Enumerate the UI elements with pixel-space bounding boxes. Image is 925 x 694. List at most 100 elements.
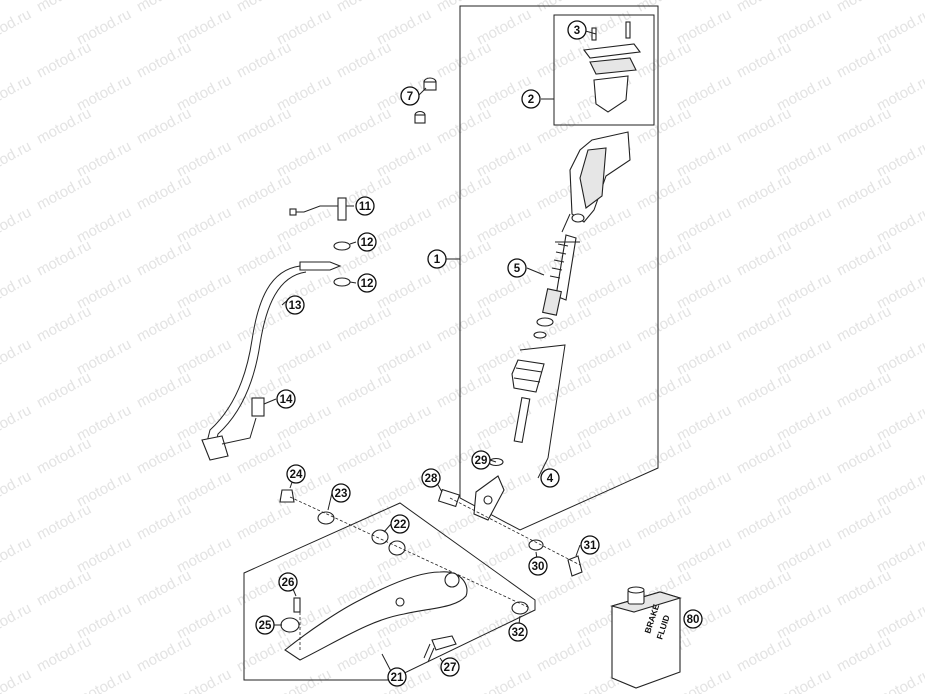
callout-number: 22 [394,519,407,531]
brake-fluid-can: BRAKE FLUID [609,586,682,689]
callout-c21: 21 [387,667,407,687]
watermark-text: motod.ru [734,435,794,478]
watermark-text: motod.ru [34,171,94,214]
watermark-text: motod.ru [0,402,34,445]
watermark-text: motod.ru [34,633,94,676]
watermark-text: motod.ru [834,105,894,148]
callout-c1: 1 [427,249,447,269]
callout-c31: 31 [580,535,600,555]
callout-number: 24 [290,469,303,481]
watermark-text: motod.ru [134,567,194,610]
watermark-text: motod.ru [134,369,194,412]
watermark-text: motod.ru [234,105,294,148]
watermark-text: motod.ru [0,6,34,49]
watermark-text: motod.ru [0,534,34,577]
watermark-text: motod.ru [634,369,694,412]
callout-number: 12 [361,237,374,249]
callout-number: 29 [475,455,488,467]
watermark-text: motod.ru [0,72,34,115]
pedal-parts [279,489,529,663]
callout-c14: 14 [276,389,296,409]
callout-number: 13 [289,300,302,312]
callout-c12b: 12 [357,273,377,293]
callout-circle [357,232,377,252]
callout-number: 31 [584,540,597,552]
callout-number: 3 [574,25,580,37]
callout-c26: 26 [278,572,298,592]
watermark-text: motod.ru [334,633,394,676]
watermark-text: motod.ru [0,336,34,379]
callout-c3: 3 [567,20,587,40]
callout-number: 5 [514,263,521,275]
watermark-text: motod.ru [234,171,294,214]
watermark-text: motod.ru [34,369,94,412]
watermark-text: motod.ru [474,666,534,694]
watermark-text: motod.ru [834,501,894,544]
watermark-text: motod.ru [734,0,794,16]
watermark-text: motod.ru [134,303,194,346]
watermark-text: motod.ru [634,39,694,82]
watermark-text: motod.ru [334,0,394,16]
watermark-text: motod.ru [674,666,734,694]
watermark-text: motod.ru [334,39,394,82]
watermark-text: motod.ru [834,39,894,82]
watermark-text: motod.ru [134,171,194,214]
watermark-text: motod.ru [234,237,294,280]
reservoir-cap-group-frame [553,14,655,126]
callout-number: 25 [259,620,272,632]
watermark-text: motod.ru [0,666,34,694]
watermark-text: motod.ru [734,567,794,610]
watermark-text: motod.ru [434,303,494,346]
callout-circle [286,464,306,484]
watermark-text: motod.ru [734,303,794,346]
watermark-text: motod.ru [334,369,394,412]
callout-circle [255,615,275,635]
callout-circle [580,535,600,555]
callout-number: 21 [391,672,404,684]
watermark-text: motod.ru [34,435,94,478]
linkage-small-parts [437,488,583,577]
watermark-text: motod.ru [234,633,294,676]
watermark-text: motod.ru [834,435,894,478]
watermark-text: motod.ru [734,633,794,676]
watermark-text: motod.ru [34,237,94,280]
callout-c13: 13 [285,295,305,315]
bushing-parts [414,77,437,124]
callout-number: 7 [407,91,413,103]
callout-number: 27 [444,662,457,674]
watermark-text: motod.ru [634,237,694,280]
callout-number: 30 [532,561,545,573]
piston-kit [473,234,577,521]
watermark-text: motod.ru [534,39,594,82]
watermark-text: motod.ru [534,369,594,412]
watermark-text: motod.ru [734,369,794,412]
watermark-text: motod.ru [734,501,794,544]
watermark-text: motod.ru [534,0,594,16]
callout-c11: 11 [355,196,375,216]
watermark-text: motod.ru [34,567,94,610]
watermark-text: motod.ru [834,303,894,346]
callout-number: 14 [280,394,293,406]
callout-c24: 24 [286,464,306,484]
callout-circle [285,295,305,315]
watermark-text: motod.ru [434,105,494,148]
callout-circle [528,556,548,576]
callout-circle [540,468,560,488]
watermark-text: motod.ru [234,501,294,544]
master-cylinder-body [561,131,631,233]
callout-c2: 2 [521,89,541,109]
watermark-text: motod.ru [0,270,34,313]
watermark-text: motod.ru [234,0,294,16]
watermark-text: motod.ru [734,105,794,148]
watermark-text: motod.ru [434,369,494,412]
callout-number: 80 [687,614,700,626]
watermark-text: motod.ru [534,435,594,478]
watermark-text: motod.ru [534,105,594,148]
callout-c5: 5 [507,258,527,278]
callout-c25: 25 [255,615,275,635]
watermark-text: motod.ru [834,369,894,412]
watermark-text: motod.ru [0,138,34,181]
watermark-text: motod.ru [434,0,494,16]
callout-c12a: 12 [357,232,377,252]
